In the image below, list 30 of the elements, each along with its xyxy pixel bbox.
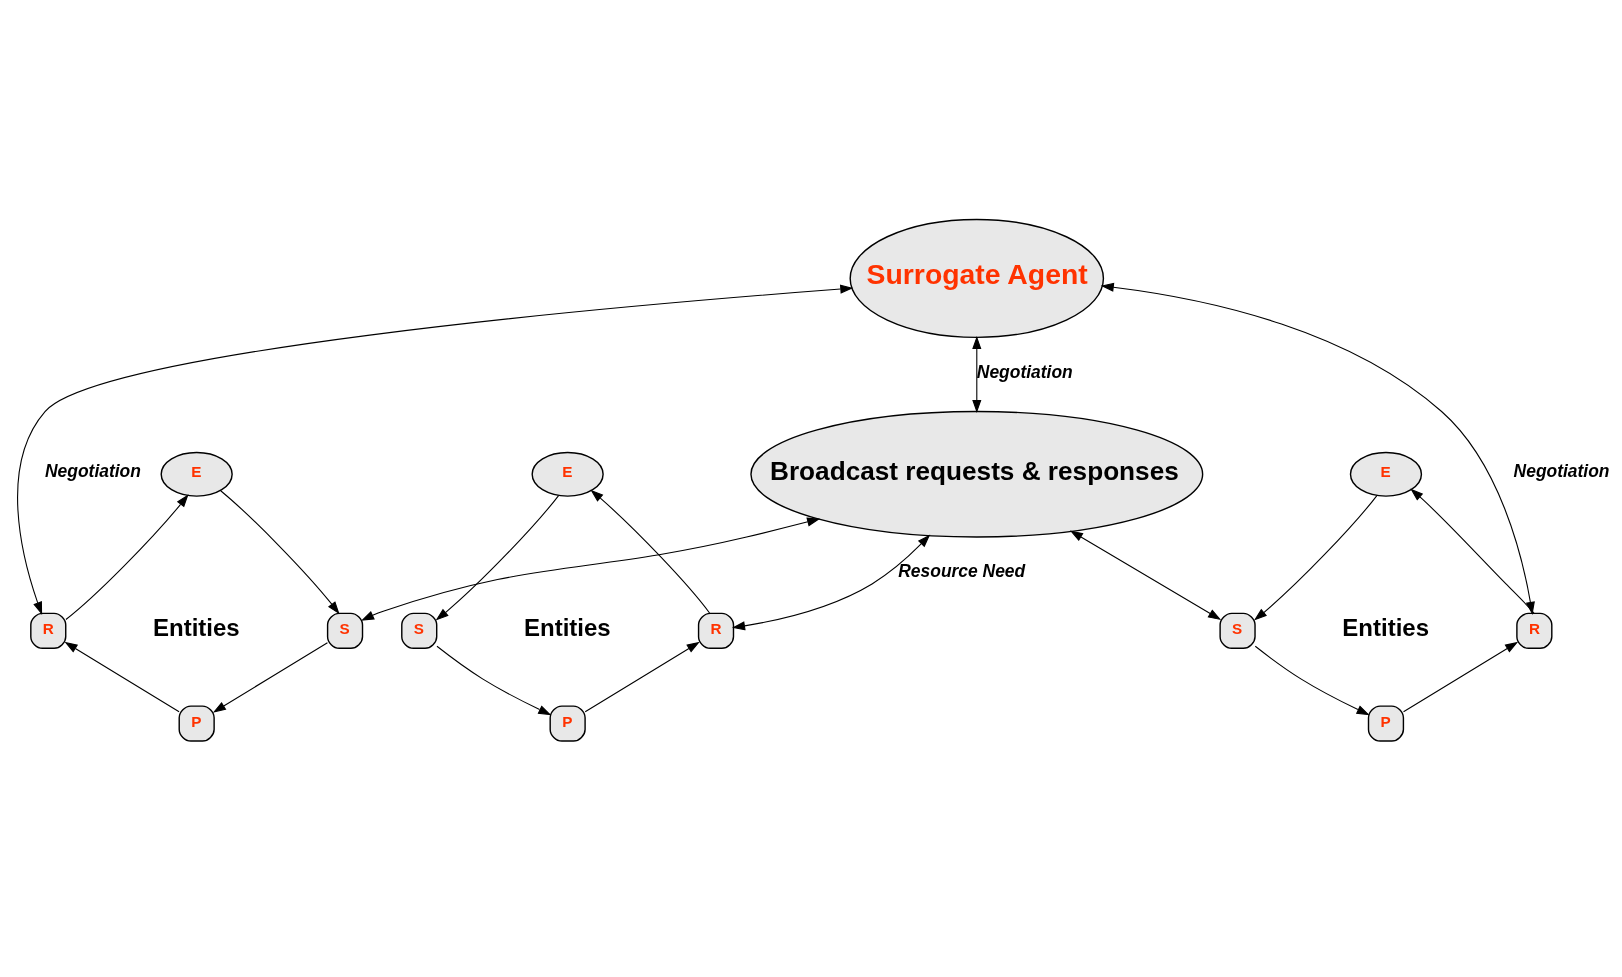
arrow (1402, 641, 1518, 712)
arrow (1100, 282, 1535, 615)
arrow (219, 489, 340, 614)
arrow (1254, 645, 1370, 715)
arrow (971, 335, 981, 413)
arrow (731, 534, 930, 630)
edge-label: Negotiation (976, 360, 1073, 381)
node-ellipse: E (160, 451, 233, 497)
arrow (16, 284, 853, 615)
edge-label: Negotiation (1513, 460, 1610, 481)
arrow (584, 641, 700, 712)
label: Entities (152, 613, 240, 641)
arrow (435, 645, 551, 715)
node-ellipse: E (1349, 451, 1422, 497)
label: Entities (523, 613, 611, 641)
arrow (1409, 488, 1534, 614)
label: Entities (1341, 613, 1429, 641)
arrow (64, 641, 180, 712)
arrow (360, 517, 820, 621)
arrow (435, 494, 559, 621)
edge-label: Resource Need (897, 560, 1025, 581)
node-ellipse: E (530, 451, 604, 497)
arrow (64, 493, 189, 620)
arrow (1069, 529, 1221, 620)
edge-label: Negotiation (44, 460, 141, 481)
arrow (212, 641, 328, 713)
arrow (589, 489, 710, 614)
node-ellipse: Broadcast requests & responses (749, 410, 1203, 538)
arrow (1253, 494, 1377, 621)
node-ellipse: Surrogate Agent (849, 218, 1104, 338)
